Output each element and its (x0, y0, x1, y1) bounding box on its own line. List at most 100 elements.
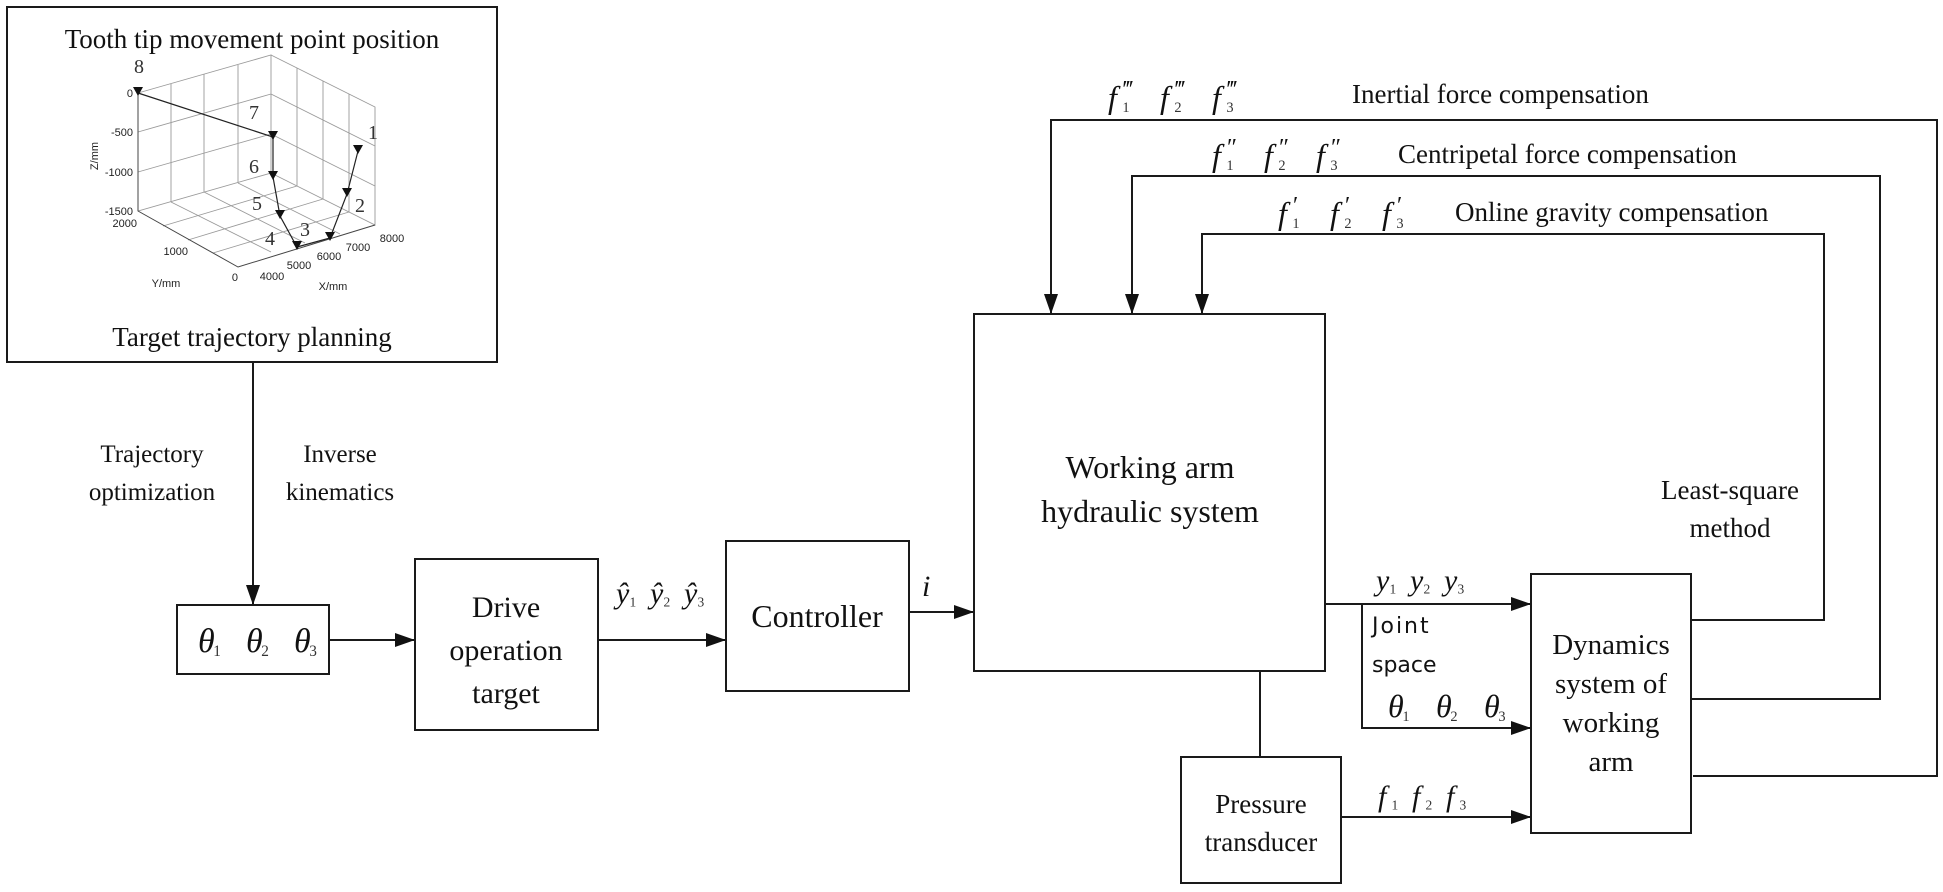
force-symbol: f (1446, 780, 1458, 813)
centripetal-force-symbol: f (1264, 137, 1277, 173)
centripetal-force-symbol-subscript: 2 (1278, 158, 1285, 174)
trajectory-point-label: 6 (249, 156, 259, 178)
centripetal-force-symbol: f (1212, 137, 1225, 173)
inertial-force-symbol: f (1212, 79, 1225, 115)
trajectory-point-marker (325, 232, 335, 241)
joint-space-theta-arrow (1361, 604, 1531, 735)
trajectory-point-label: 2 (355, 195, 365, 217)
pressure-transducer-box[interactable]: Pressure transducer (1180, 756, 1342, 884)
3d-trajectory-plot: 0 -500 -1000 -1500 Z/mm 2000 1000 0 Y/mm… (89, 54, 404, 293)
y-tick: 2000 (113, 218, 137, 230)
hydraulic-label-1: Working arm (1066, 449, 1235, 485)
inertial-force-symbol: f (1108, 79, 1121, 115)
y-tick: 1000 (164, 246, 188, 258)
x-tick: 7000 (346, 242, 370, 254)
dynamics-label-3: working (1563, 707, 1660, 739)
trajectory-planning-box[interactable]: Tooth tip movement point position Target… (6, 6, 498, 363)
centripetal-compensation-label: Centripetal force compensation (1398, 139, 1737, 169)
controller-box-frame (725, 540, 910, 692)
x-tick: 8000 (380, 233, 404, 245)
trajectory-point-marker (342, 188, 352, 197)
y-axis-label: Y/mm (152, 278, 181, 290)
inverse-kinematics-label-line1: Inverse (303, 441, 377, 468)
inertial-force-symbol-prime: ‴ (1225, 77, 1237, 103)
y-hat-symbol: ŷ (681, 577, 698, 610)
trajectory-point-label: 5 (252, 193, 262, 215)
theta-output-symbol-subscript: 3 (1498, 709, 1505, 725)
y-symbol: y (1407, 564, 1424, 597)
inertial-force-symbol-prime: ‴ (1121, 77, 1133, 103)
trajectory-point-marker (133, 87, 143, 96)
hydraulic-system-box[interactable]: Working arm hydraulic system (973, 313, 1326, 672)
dynamics-label-4: arm (1588, 746, 1634, 778)
z-tick: -1500 (105, 206, 133, 218)
least-square-label-1: Least-square (1661, 475, 1799, 505)
z-tick: -500 (111, 127, 133, 139)
gravity-force-symbol-subscript: 3 (1396, 216, 1403, 232)
x-tick: 6000 (317, 251, 341, 263)
trajectory-optimization-label-line1: Trajectory (100, 441, 204, 468)
inertial-compensation-loop (1044, 119, 1938, 777)
hydraulic-label-2: hydraulic system (1041, 493, 1259, 529)
centripetal-force-symbol-subscript: 3 (1330, 158, 1337, 174)
joint-space-label-2: space (1372, 653, 1437, 678)
drive-box-frame (414, 558, 599, 731)
trajectory-point-label: 4 (265, 228, 275, 250)
gravity-force-symbol: f (1278, 195, 1291, 231)
inertial-force-symbol-subscript: 3 (1226, 100, 1233, 116)
controller-label: Controller (751, 598, 883, 634)
x-tick: 4000 (260, 271, 284, 283)
inverse-kinematics-label-line2: kinematics (286, 479, 394, 506)
inertial-force-symbol: f (1160, 79, 1173, 115)
theta-output-symbol: θ (1484, 688, 1500, 724)
theta-symbol: θ (246, 623, 263, 660)
drive-box-label-2: operation (449, 634, 562, 667)
theta-output-symbol-subscript: 1 (1402, 709, 1409, 725)
z-axis-label: Z/mm (89, 142, 101, 170)
y-hat-symbol-subscript: 2 (664, 595, 671, 610)
joint-space-label-1: Joint (1370, 614, 1431, 639)
planning-box-frame (6, 6, 498, 363)
gravity-force-symbol: f (1382, 195, 1395, 231)
theta-output-symbol: θ (1388, 688, 1404, 724)
y-hat-symbol: ŷ (647, 577, 664, 610)
pressure-label-2: transducer (1205, 827, 1317, 857)
drive-operation-target-box[interactable]: Drive operation target (414, 558, 599, 731)
dynamics-label-1: Dynamics (1552, 629, 1670, 661)
force-symbol-subscript: 2 (1426, 798, 1433, 813)
drive-box-label-1: Drive (472, 591, 540, 624)
centripetal-force-symbol-subscript: 1 (1226, 158, 1233, 174)
gravity-compensation-label: Online gravity compensation (1455, 197, 1769, 227)
trajectory-point-label: 7 (249, 102, 259, 124)
centripetal-force-symbol-prime: ″ (1277, 135, 1288, 161)
y-symbol-subscript: 1 (1390, 582, 1397, 597)
y-hat-symbol: ŷ (613, 577, 630, 610)
pressure-label-1: Pressure (1215, 789, 1306, 819)
controller-box[interactable]: Controller (725, 540, 910, 692)
trajectory-optimization-label-line2: optimization (89, 479, 216, 506)
x-axis-label: X/mm (319, 281, 348, 293)
gravity-force-symbol: f (1330, 195, 1343, 231)
drive-box-label-3: target (472, 677, 540, 710)
force-symbol: f (1412, 780, 1424, 813)
dynamics-system-box[interactable]: Dynamics system of working arm (1530, 573, 1692, 834)
theta-output-symbol-subscript: 2 (1450, 709, 1457, 725)
centripetal-compensation-loop (1125, 175, 1881, 700)
y-symbol: y (1373, 564, 1390, 597)
dynamics-label-2: system of (1555, 668, 1667, 700)
theta-symbol: θ (294, 623, 311, 660)
trajectory-point-marker (268, 131, 278, 140)
force-symbol-subscript: 1 (1392, 798, 1399, 813)
theta-symbol: θ (198, 623, 215, 660)
centripetal-force-symbol-prime: ″ (1225, 135, 1236, 161)
force-symbol: f (1378, 780, 1390, 813)
inertial-force-symbol-subscript: 1 (1122, 100, 1129, 116)
theta-output-symbol: θ (1436, 688, 1452, 724)
y-hat-symbol-subscript: 3 (698, 595, 705, 610)
gravity-force-symbol-prime: ′ (1343, 193, 1349, 219)
gravity-compensation-loop (1195, 233, 1825, 621)
